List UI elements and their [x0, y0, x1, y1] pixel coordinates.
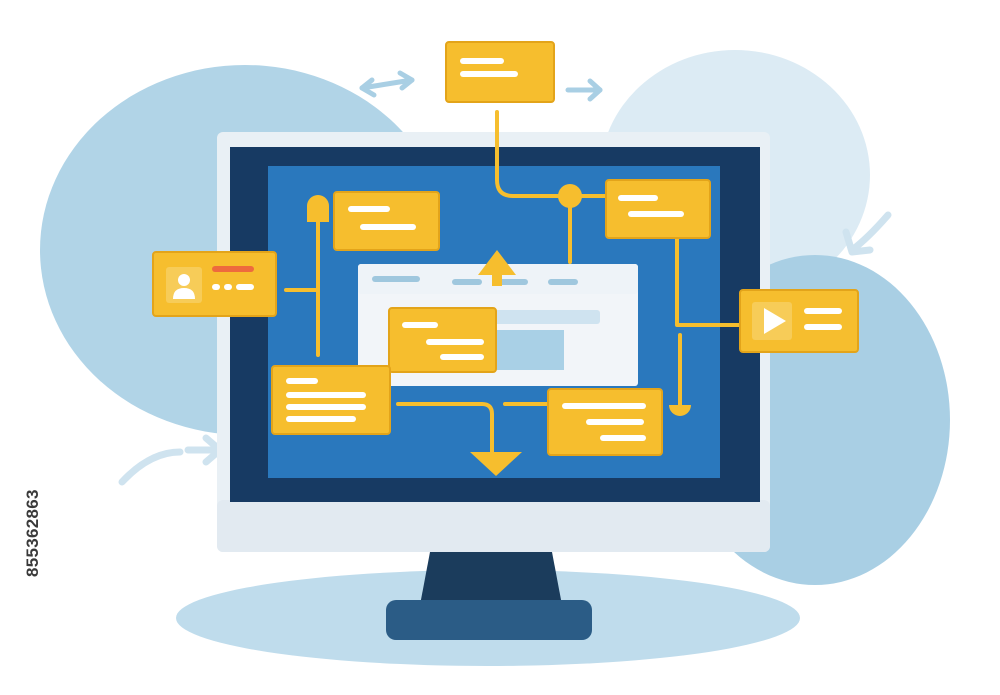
card-lower-left [271, 365, 391, 435]
connector-tip [669, 405, 691, 416]
curved-arrow-icon [118, 434, 224, 486]
card-center [388, 307, 497, 373]
card-upper-left [333, 191, 440, 251]
play-icon [764, 308, 786, 334]
arrow-up-stem [492, 272, 502, 286]
window-title-line [372, 276, 420, 282]
stock-image-id: 855362863 [23, 489, 42, 577]
connector-tip [307, 195, 329, 222]
connector-node [558, 184, 582, 208]
arrow-down-icon [470, 452, 522, 476]
arrow-right-icon [565, 78, 603, 102]
user-icon [173, 274, 195, 299]
monitor-base [386, 600, 592, 640]
card-video [739, 289, 859, 353]
curved-arrow-icon [842, 211, 892, 256]
double-arrow-icon [359, 70, 415, 98]
window-title-line [548, 279, 578, 285]
card-lower-right [547, 388, 663, 456]
monitor-neck [420, 552, 562, 605]
card-upper-right [605, 179, 711, 239]
window-title-line [498, 279, 528, 285]
window-content-bar [490, 310, 600, 324]
monitor-chin [217, 500, 770, 552]
window-title-line [452, 279, 482, 285]
arrow-up-icon [478, 250, 516, 275]
card-profile [152, 251, 277, 317]
card-top [445, 41, 555, 103]
